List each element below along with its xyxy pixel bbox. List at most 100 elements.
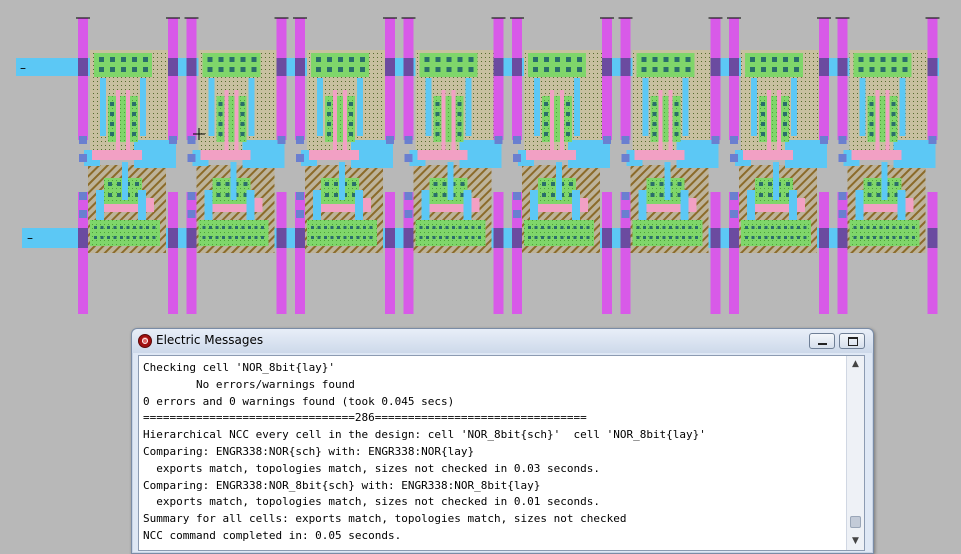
- metal2-input-b-lower: [168, 192, 178, 314]
- contact: [860, 236, 863, 239]
- poly-gate: [875, 90, 880, 154]
- contact: [892, 226, 896, 229]
- metal1-wire: [208, 78, 215, 136]
- active-strip-bottom: [524, 220, 594, 246]
- scroll-down-arrow-icon[interactable]: ▼: [852, 536, 859, 546]
- contact: [132, 102, 136, 106]
- contact: [912, 236, 915, 239]
- contact: [677, 193, 682, 197]
- messages-text-area[interactable]: Checking cell 'NOR_8bit{lay}' No errors/…: [138, 355, 865, 551]
- contact: [478, 236, 481, 239]
- contact: [334, 182, 338, 186]
- contact: [695, 236, 698, 239]
- metal1-wire: [317, 78, 323, 136]
- contact: [682, 236, 685, 239]
- contact: [876, 193, 881, 197]
- contact: [338, 67, 343, 72]
- via-contact: [820, 136, 828, 144]
- contact: [207, 57, 213, 62]
- export-label-bottom: –: [27, 231, 33, 245]
- contact: [261, 226, 264, 229]
- message-line: NCC command completed in: 0.05 seconds.: [143, 528, 402, 542]
- scroll-up-arrow-icon[interactable]: ▲: [852, 359, 859, 369]
- contact: [215, 236, 219, 239]
- via-contact: [169, 136, 177, 144]
- via-contact: [187, 136, 196, 144]
- metal1-wire: [789, 190, 797, 220]
- contact: [229, 57, 235, 62]
- contact: [786, 182, 790, 186]
- contact: [435, 112, 440, 116]
- minimize-button[interactable]: [809, 333, 835, 349]
- contact: [117, 182, 121, 186]
- via-contact: [79, 154, 87, 162]
- contact: [446, 67, 452, 72]
- via: [403, 58, 414, 76]
- metal1-wire: [664, 162, 671, 200]
- vertical-scrollbar[interactable]: ▲ ▼: [846, 356, 864, 550]
- via-contact: [513, 136, 521, 144]
- contact: [786, 193, 790, 197]
- poly-gate: [550, 90, 554, 154]
- contact: [652, 57, 658, 62]
- contact: [218, 102, 223, 106]
- contact: [761, 112, 765, 116]
- contact: [643, 236, 646, 239]
- metal1-wire: [425, 78, 432, 136]
- via: [493, 228, 504, 248]
- metal2-input-b-lower: [927, 192, 938, 314]
- metal2-input-b-upper: [385, 18, 395, 140]
- contact: [465, 236, 468, 239]
- via-contact: [513, 210, 521, 218]
- contact: [880, 67, 886, 72]
- contact: [350, 226, 353, 229]
- active-strip-bottom: [90, 220, 160, 246]
- active-strip-bottom: [307, 220, 377, 246]
- contact: [108, 193, 112, 197]
- contact: [858, 67, 864, 72]
- contact: [113, 226, 117, 229]
- contact: [350, 236, 353, 239]
- contact: [853, 236, 857, 239]
- active-strip-top: [528, 53, 586, 77]
- contact: [349, 132, 353, 136]
- poly-gate: [343, 90, 347, 154]
- contact: [327, 132, 331, 136]
- metal2-input-a-lower: [729, 192, 739, 314]
- via: [927, 228, 938, 248]
- contact: [457, 122, 462, 126]
- contact: [797, 226, 800, 229]
- electric-messages-window[interactable]: Electric Messages Checking cell 'NOR_8bi…: [131, 328, 874, 554]
- contact: [325, 182, 329, 186]
- scroll-thumb[interactable]: [850, 516, 861, 528]
- contact: [544, 132, 548, 136]
- contact: [324, 226, 327, 229]
- maximize-button[interactable]: [839, 333, 865, 349]
- via: [710, 58, 721, 76]
- contact: [356, 236, 360, 239]
- via: [168, 58, 178, 76]
- contact: [460, 182, 465, 186]
- contact: [567, 226, 570, 229]
- via-contact: [928, 136, 937, 144]
- contact: [641, 67, 647, 72]
- contact: [435, 132, 440, 136]
- contact: [528, 236, 531, 239]
- via: [78, 228, 88, 248]
- poly-gate: [333, 90, 337, 154]
- metal2-input-a-upper: [78, 18, 88, 140]
- window-titlebar[interactable]: Electric Messages: [132, 329, 873, 353]
- contact: [912, 226, 915, 229]
- contact: [446, 57, 452, 62]
- contact: [121, 67, 126, 72]
- contact: [891, 112, 896, 116]
- contact: [100, 226, 104, 229]
- contact: [207, 67, 213, 72]
- contact: [478, 226, 481, 229]
- poly-gate: [451, 90, 456, 154]
- contact: [555, 57, 560, 62]
- contact: [534, 226, 538, 229]
- contact: [899, 236, 902, 239]
- contact: [759, 193, 763, 197]
